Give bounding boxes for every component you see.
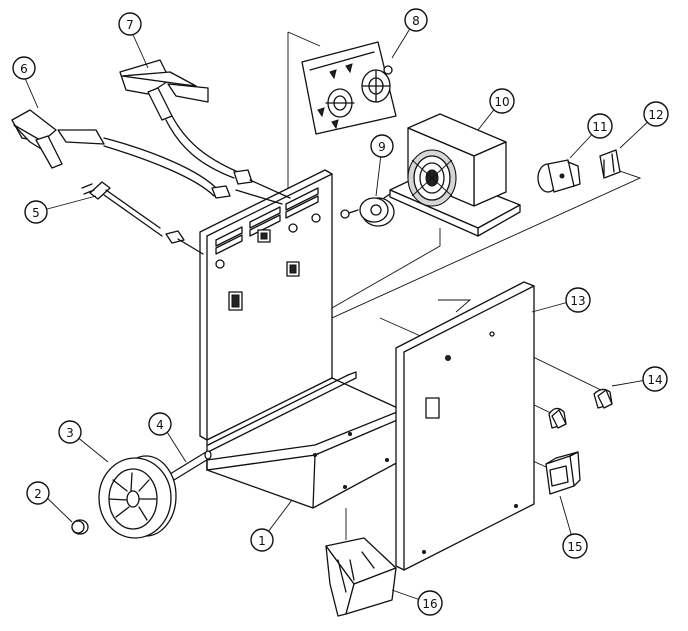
part-5-power-cord xyxy=(81,181,204,255)
part-9-rotary-switch xyxy=(340,193,395,227)
callout-6: 6 xyxy=(12,56,36,80)
callout-3: 3 xyxy=(58,420,82,444)
callout-16-label: 16 xyxy=(422,597,437,611)
callout-9: 9 xyxy=(370,134,394,158)
callout-13: 13 xyxy=(565,287,591,313)
callout-16: 16 xyxy=(417,590,443,616)
part-13-front-panel xyxy=(395,281,535,571)
callout-15: 15 xyxy=(562,533,588,559)
callout-1: 1 xyxy=(250,528,274,552)
callout-6-label: 6 xyxy=(20,62,28,76)
part-15-meter xyxy=(545,451,581,495)
callout-7: 7 xyxy=(118,12,142,36)
callout-11: 11 xyxy=(587,113,613,139)
callout-15-label: 15 xyxy=(567,540,582,554)
callout-4-label: 4 xyxy=(156,418,164,432)
callout-13-label: 13 xyxy=(570,294,585,308)
callout-1-label: 1 xyxy=(258,534,266,548)
callout-8: 8 xyxy=(404,8,428,32)
callout-5: 5 xyxy=(24,200,48,224)
part-16-bracket xyxy=(325,537,397,617)
part-2-hubcap xyxy=(71,519,89,535)
callout-4: 4 xyxy=(148,412,172,436)
part-6-clamp-lead xyxy=(11,109,231,199)
part-7-clamp-lead xyxy=(119,59,291,205)
part-4-axle xyxy=(169,450,212,481)
callout-14: 14 xyxy=(642,366,668,392)
callout-11-label: 11 xyxy=(592,120,607,134)
callout-2-label: 2 xyxy=(34,487,42,501)
callout-10: 10 xyxy=(489,88,515,114)
callout-10-label: 10 xyxy=(494,95,509,109)
part-12-rocker-switch xyxy=(599,149,621,179)
callout-12-label: 12 xyxy=(648,108,663,122)
callout-12: 12 xyxy=(643,101,669,127)
callout-5-label: 5 xyxy=(32,206,40,220)
callout-7-label: 7 xyxy=(126,18,134,32)
part-8-timer-switch-plate xyxy=(301,41,397,135)
callout-8-label: 8 xyxy=(412,14,420,28)
part-1-cart-frame xyxy=(199,169,403,509)
callout-3-label: 3 xyxy=(66,426,74,440)
part-14-knobs xyxy=(548,388,613,429)
callout-9-label: 9 xyxy=(378,140,386,154)
part-11-circuit-breaker xyxy=(537,159,581,193)
part-10-transformer xyxy=(389,113,521,237)
callout-2: 2 xyxy=(26,481,50,505)
part-3-wheel xyxy=(98,455,177,539)
callout-14-label: 14 xyxy=(647,373,662,387)
